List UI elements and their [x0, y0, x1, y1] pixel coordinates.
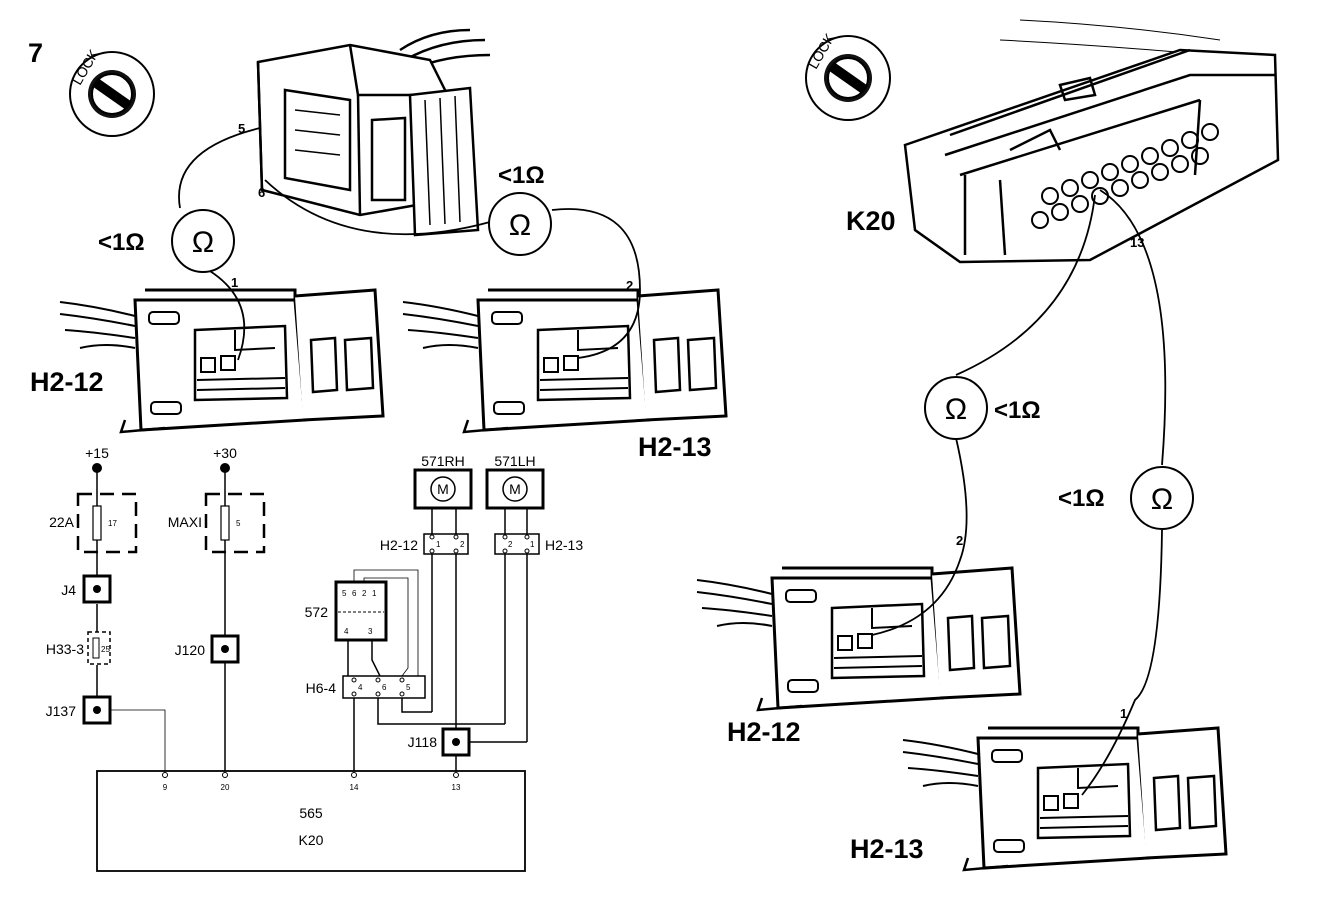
ohm-symbol: Ω — [509, 209, 531, 242]
lock-icon: LOCK — [805, 30, 891, 121]
resistance-label: <1Ω — [498, 162, 545, 189]
h2-12-pin: 2 — [460, 540, 465, 549]
h2-12-schematic-label: H2-12 — [380, 537, 418, 553]
k20-pin-holes — [1031, 123, 1219, 229]
ohmmeter: Ω — [1130, 466, 1194, 530]
ecu-pin: 9 — [163, 783, 168, 792]
h6-4-pin: 4 — [358, 683, 363, 692]
motor-lh-symbol: M — [509, 481, 521, 497]
ohm-symbol: Ω — [192, 226, 214, 259]
fuse-22a-label: 22A — [49, 514, 75, 530]
pin-label-6: 6 — [258, 185, 265, 200]
ohm-symbol: Ω — [1151, 483, 1173, 516]
pin-label-1: 1 — [231, 275, 238, 290]
h2-13-pin: 1 — [530, 540, 535, 549]
h2-12-label-top: H2-12 — [30, 367, 104, 397]
fuse-maxi-number: 5 — [236, 519, 241, 528]
h6-4-pin: 6 — [382, 683, 387, 692]
h33-3-number: 25 — [101, 645, 110, 654]
ecu-pin: 14 — [350, 783, 359, 792]
ecu-pin: 13 — [452, 783, 461, 792]
switch-pin: 1 — [372, 589, 377, 598]
j137-label: J137 — [46, 703, 77, 719]
ecu-connector-drawing — [256, 28, 491, 237]
switch-572-label: 572 — [305, 604, 329, 620]
ohm-symbol: Ω — [945, 393, 967, 426]
motor-rh-label: 571RH — [421, 453, 465, 469]
resistance-label: <1Ω — [1058, 485, 1105, 512]
ohmmeter: Ω — [924, 376, 988, 440]
ohmmeter: Ω — [171, 209, 235, 273]
resistance-label: <1Ω — [98, 229, 145, 256]
switch-pin: 4 — [344, 627, 349, 636]
test-leads — [178, 127, 1167, 796]
k20-label: K20 — [846, 206, 896, 236]
h2-12-connector-top — [58, 288, 385, 434]
pin-label-1: 1 — [1120, 706, 1127, 721]
pin-label-5: 5 — [238, 121, 245, 136]
h2-13-label-top: H2-13 — [638, 432, 712, 462]
ecu-number: 565 — [299, 805, 323, 821]
switch-pin: 3 — [368, 627, 373, 636]
switch-pin: 6 — [352, 589, 357, 598]
ohmmeter: Ω — [488, 192, 552, 256]
lock-icon: LOCK — [69, 46, 155, 137]
motor-rh-symbol: M — [437, 481, 449, 497]
h6-4-pin: 5 — [406, 683, 411, 692]
fuse-22a-number: 17 — [108, 519, 117, 528]
h2-12-connector-bottom — [695, 566, 1022, 712]
resistance-label: <1Ω — [994, 397, 1041, 424]
fuse-maxi-label: MAXI — [168, 514, 202, 530]
pin-label-2: 2 — [626, 278, 633, 293]
ecu-name: K20 — [299, 832, 324, 848]
k20-connector-drawing — [903, 19, 1280, 264]
ecu-pin: 20 — [221, 783, 230, 792]
h33-3-label: H33-3 — [46, 641, 84, 657]
motor-lh-label: 571LH — [494, 453, 535, 469]
h6-4-label: H6-4 — [306, 680, 337, 696]
h2-12-label-bottom: H2-12 — [727, 717, 801, 747]
h2-13-label-bottom: H2-13 — [850, 834, 924, 864]
h2-13-schematic-label: H2-13 — [545, 537, 583, 553]
h2-12-pin: 1 — [436, 540, 441, 549]
j4-label: J4 — [61, 582, 76, 598]
supply-30-label: +30 — [213, 445, 237, 461]
switch-pin: 5 — [342, 589, 347, 598]
h2-13-connector-top — [401, 288, 728, 434]
figure-number: 7 — [28, 38, 43, 68]
switch-pin: 2 — [362, 589, 367, 598]
pin-label-2: 2 — [956, 533, 963, 548]
supply-15-label: +15 — [85, 445, 109, 461]
h2-13-pin: 2 — [508, 540, 513, 549]
j118-label: J118 — [408, 734, 438, 750]
schematic: +15 +30 17 22A 5 MAXI J4 25 H33-3 J137 J… — [46, 445, 583, 872]
j120-label: J120 — [175, 642, 206, 658]
h2-13-connector-bottom — [901, 726, 1228, 872]
